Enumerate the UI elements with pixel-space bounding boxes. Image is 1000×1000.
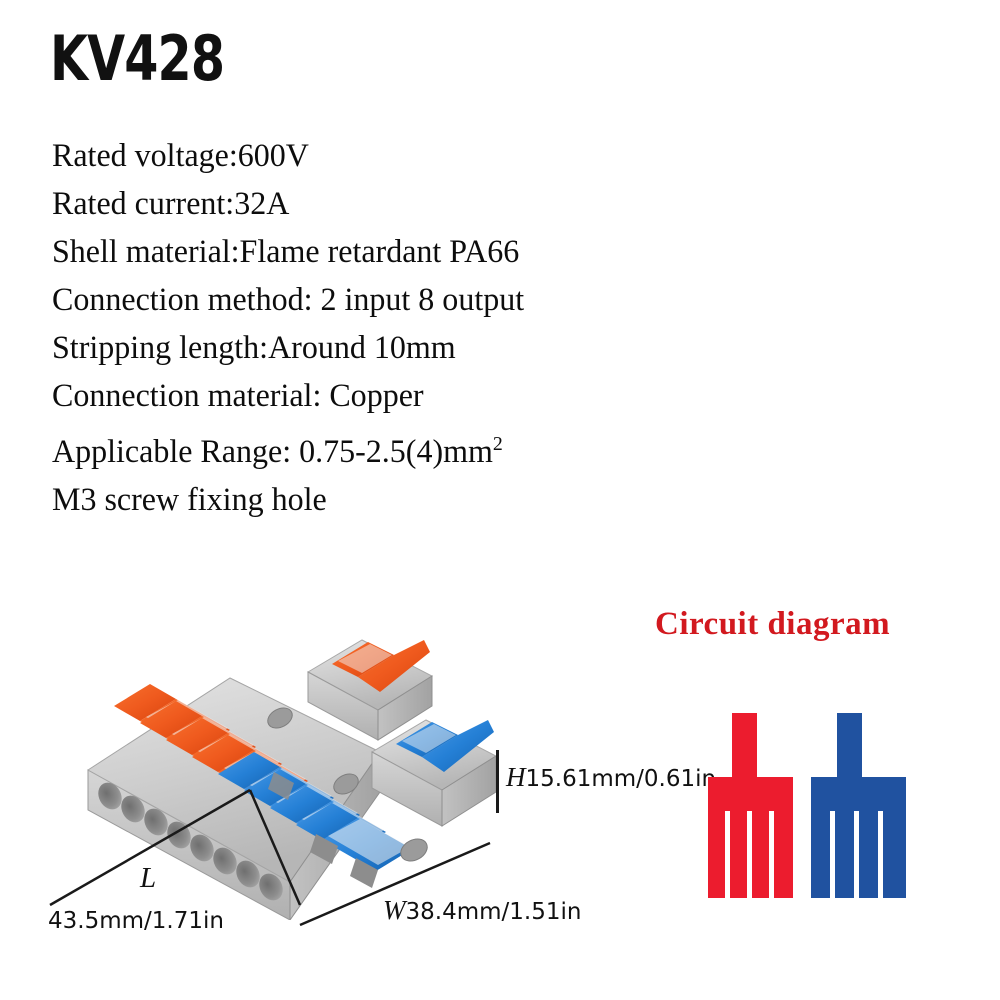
blue-bus-bar bbox=[811, 777, 906, 811]
width-dimension-value: 38.4mm/1.51in bbox=[405, 899, 582, 925]
width-dimension-letter: W bbox=[383, 895, 406, 925]
input-block-orange bbox=[306, 639, 434, 741]
spec-screw-hole: M3 screw fixing hole bbox=[52, 482, 327, 518]
page-title: KV428 bbox=[50, 22, 225, 95]
spec-list: Rated voltage:600V Rated current:32A She… bbox=[52, 132, 832, 524]
blue-input-stem bbox=[837, 713, 862, 779]
circuit-diagram-title: Circuit diagram bbox=[655, 606, 891, 642]
red-bus-bar bbox=[708, 777, 793, 811]
spec-connection-method: Connection method: 2 input 8 output bbox=[52, 282, 525, 318]
blue-output-prong bbox=[811, 808, 830, 898]
m3-screw-hole bbox=[400, 838, 428, 862]
m3-screw-hole bbox=[267, 707, 293, 729]
orange-input-lever[interactable] bbox=[332, 640, 430, 692]
red-output-prong bbox=[708, 808, 725, 898]
circuit-diagram bbox=[695, 700, 925, 910]
circuit-diagram-svg bbox=[708, 713, 906, 898]
red-output-prong bbox=[774, 808, 793, 898]
spec-rated-current: Rated current:32A bbox=[52, 186, 290, 222]
spec-stripping-length: Stripping length:Around 10mm bbox=[52, 330, 456, 366]
length-dimension-letter: L bbox=[140, 862, 157, 894]
width-dimension-label: W38.4mm/1.51in bbox=[383, 895, 581, 926]
m3-screw-hole bbox=[333, 773, 359, 795]
spec-applicable-range: Applicable Range: 0.75-2.5(4)mm2 bbox=[52, 433, 503, 470]
spec-shell-material: Shell material:Flame retardant PA66 bbox=[52, 234, 520, 270]
height-dimension-label: H15.61mm/0.61in bbox=[506, 762, 716, 793]
circuit-comb-red bbox=[708, 713, 793, 898]
blue-output-prong bbox=[835, 808, 854, 898]
blue-output-prong bbox=[859, 808, 878, 898]
blue-input-lever[interactable] bbox=[396, 720, 494, 772]
blue-output-prong bbox=[883, 808, 906, 898]
length-dimension-value: 43.5mm/1.71in bbox=[48, 908, 224, 934]
red-input-stem bbox=[732, 713, 757, 779]
spec-rated-voltage: Rated voltage:600V bbox=[52, 138, 309, 174]
red-output-prong bbox=[752, 808, 769, 898]
height-dimension-bar bbox=[496, 750, 499, 813]
spec-connection-material: Connection material: Copper bbox=[52, 378, 424, 414]
red-output-prong bbox=[730, 808, 747, 898]
input-block-blue bbox=[370, 719, 498, 827]
height-dimension-letter: H bbox=[506, 762, 526, 792]
circuit-comb-blue bbox=[811, 713, 906, 898]
height-dimension-value: 15.61mm/0.61in bbox=[525, 766, 717, 792]
